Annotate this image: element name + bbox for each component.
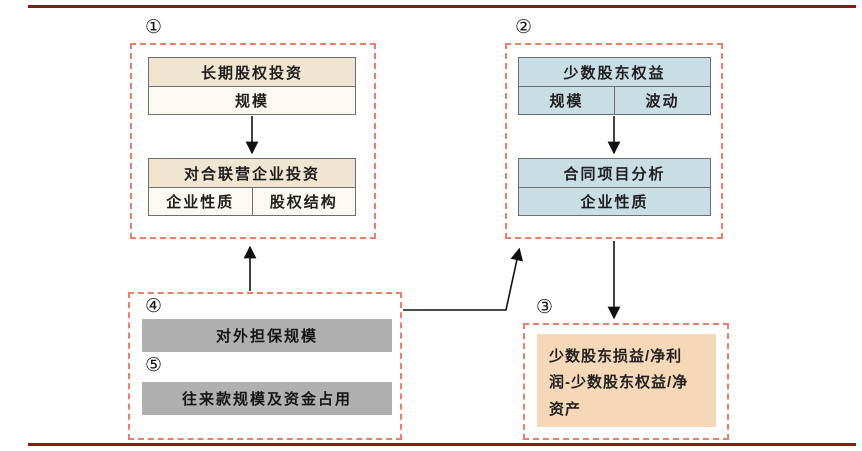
group1-bottom-left: 企业性质 xyxy=(166,194,235,211)
group1-top-sub: 规模 xyxy=(149,86,355,114)
badge-2: ② xyxy=(515,17,533,38)
group2-frame xyxy=(505,43,723,239)
group3-formula: 少数股东损益/净利润-少数股东权益/净资产 xyxy=(537,334,716,427)
group1-bottom-title: 对合联营企业投资 xyxy=(149,159,355,187)
group3-frame xyxy=(523,323,729,440)
group1-bottom-split: 企业性质 股权结构 xyxy=(149,187,355,215)
group5-label: 往来款规模及资金占用 xyxy=(142,382,392,415)
group2-top-right: 波动 xyxy=(614,87,710,114)
group4-label: 对外担保规模 xyxy=(142,319,392,352)
group1-bottom-node: 对合联营企业投资 企业性质 股权结构 xyxy=(148,158,356,216)
group2-top-left: 规模 xyxy=(549,93,584,110)
bottom-rule xyxy=(28,443,856,446)
badge-5: ⑤ xyxy=(145,355,163,376)
badge-3: ③ xyxy=(536,297,554,318)
badge-4: ④ xyxy=(145,296,163,317)
group1-top-title: 长期股权投资 xyxy=(149,58,355,86)
group2-bottom-node: 合同项目分析 企业性质 xyxy=(518,158,711,216)
group1-frame xyxy=(130,43,376,239)
group2-top-split: 规模 波动 xyxy=(519,86,710,114)
group2-top-node: 少数股东权益 规模 波动 xyxy=(518,57,711,115)
group2-top-title: 少数股东权益 xyxy=(519,58,710,86)
group1-bottom-right: 股权结构 xyxy=(251,188,356,215)
badge-1: ① xyxy=(145,17,163,38)
group2-bottom-title: 合同项目分析 xyxy=(519,159,710,187)
top-rule xyxy=(28,5,856,8)
group1-top-node: 长期股权投资 规模 xyxy=(148,57,356,115)
group45-frame xyxy=(128,292,402,440)
arrow-group45-to-group2 xyxy=(403,247,524,311)
group2-bottom-sub: 企业性质 xyxy=(519,187,710,215)
